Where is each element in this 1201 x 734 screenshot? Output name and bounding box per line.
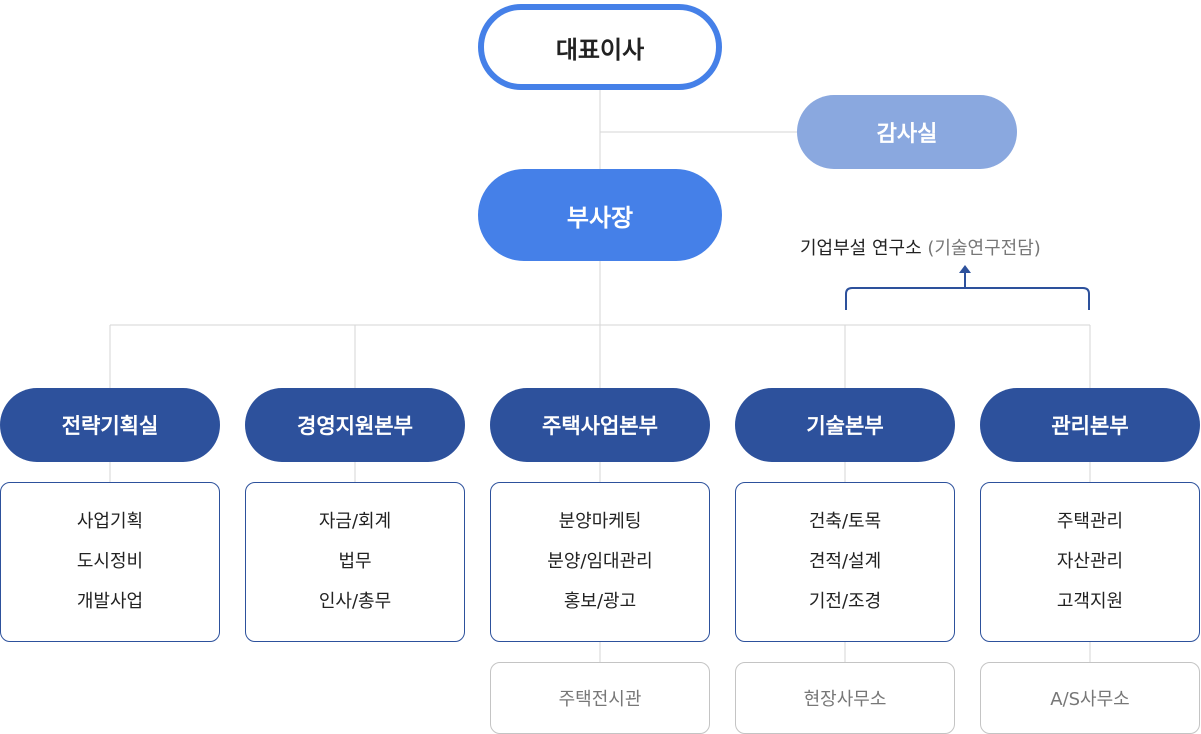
list-item: 자금/회계 bbox=[318, 511, 392, 532]
list-item: 법무 bbox=[338, 551, 372, 572]
division-strategy: 전략기획실 bbox=[0, 388, 220, 462]
ceo-node: 대표이사 bbox=[478, 4, 722, 90]
list-item: 홍보/광고 bbox=[563, 591, 637, 612]
research-label: 기업부설 연구소 (기술연구전담) bbox=[800, 234, 1140, 260]
list-item: 자산관리 bbox=[1056, 551, 1124, 572]
management-support-items: 자금/회계 법무 인사/총무 bbox=[245, 482, 465, 642]
list-item: 견적/설계 bbox=[808, 551, 882, 572]
list-item: 개발사업 bbox=[76, 591, 144, 612]
division-technology: 기술본부 bbox=[735, 388, 955, 462]
division-housing: 주택사업본부 bbox=[490, 388, 710, 462]
sub-office-site: 현장사무소 bbox=[735, 662, 955, 734]
technology-items: 건축/토목 견적/설계 기전/조경 bbox=[735, 482, 955, 642]
list-item: 기전/조경 bbox=[808, 591, 882, 612]
up-arrow-icon bbox=[959, 265, 971, 273]
division-management-support: 경영지원본부 bbox=[245, 388, 465, 462]
sub-office-as: A/S사무소 bbox=[980, 662, 1200, 734]
list-item: 인사/총무 bbox=[318, 591, 392, 612]
list-item: 분양/임대관리 bbox=[547, 551, 653, 572]
list-item: 분양마케팅 bbox=[558, 511, 642, 532]
list-item: 사업기획 bbox=[76, 511, 144, 532]
sub-office-showroom: 주택전시관 bbox=[490, 662, 710, 734]
administration-items: 주택관리 자산관리 고객지원 bbox=[980, 482, 1200, 642]
list-item: 주택관리 bbox=[1056, 511, 1124, 532]
strategy-items: 사업기획 도시정비 개발사업 bbox=[0, 482, 220, 642]
research-note: (기술연구전담) bbox=[927, 238, 1041, 259]
research-bracket bbox=[845, 287, 1090, 310]
research-name: 기업부설 연구소 bbox=[800, 238, 922, 259]
vice-president-node: 부사장 bbox=[478, 169, 722, 261]
list-item: 고객지원 bbox=[1056, 591, 1124, 612]
housing-items: 분양마케팅 분양/임대관리 홍보/광고 bbox=[490, 482, 710, 642]
list-item: 건축/토목 bbox=[808, 511, 882, 532]
division-administration: 관리본부 bbox=[980, 388, 1200, 462]
list-item: 도시정비 bbox=[76, 551, 144, 572]
audit-node: 감사실 bbox=[797, 95, 1017, 169]
